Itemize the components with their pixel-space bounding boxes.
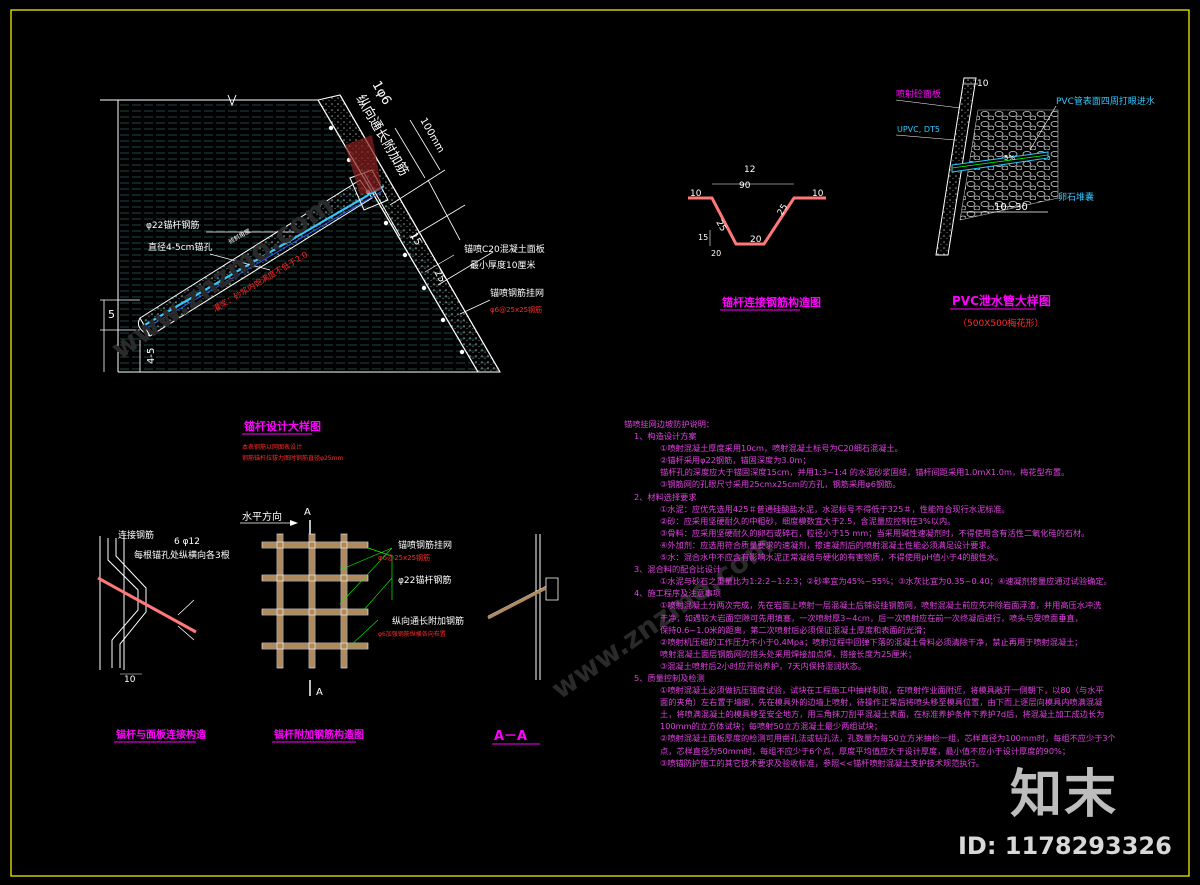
notes-line: ③喷锚防护施工的其它技术要求及验收标准，参照<<锚杆喷射混凝土支护技术规范执行。 xyxy=(660,757,984,768)
notes-line: 保持0.6~1.0米的距离，第二次喷射后必须保证混凝土厚度和表面的光滑； xyxy=(660,624,931,635)
title-connect-detail: 锚杆与面板连接构造 xyxy=(116,728,207,741)
anchor-rebar xyxy=(142,185,385,327)
pvc-subtitle: （500X500梅花形） xyxy=(958,317,1044,329)
notes-line: ④外加剂：应选用符合质量要求的速凝剂，掺速凝剂后的喷射混凝土性能必须满足设计要求… xyxy=(660,539,995,550)
dim-100mm: 100mm xyxy=(417,116,446,155)
title-pvc-detail: PVC泄水管大样图 xyxy=(952,293,1051,308)
pvc-detail: 5% 10 10~30 喷射砼面板 PVC管表面四周打眼进水 UPVC, DT5… xyxy=(895,77,1155,329)
anchor-detail: 5 4-5 15 25 100mm 1φ6 纵向通长附加筋 φ22锚杆钢筋 直径… xyxy=(100,79,545,462)
notes-line: 喷射混凝土面层钢筋网的搭头处采用焊接加点焊，搭接长度为25厘米； xyxy=(660,648,917,659)
notes-line: ③混凝土喷射后2小时应开始养护，7天内保持湿润状态。 xyxy=(660,660,867,671)
bend-dim-20b: 20 xyxy=(711,249,721,258)
label-rebar-phi22: φ22锚杆钢筋 xyxy=(146,219,199,231)
bend-dim-10-right: 10 xyxy=(812,189,824,199)
connect-anchor-bar xyxy=(97,576,197,634)
notes-line: ①喷射混凝土厚度采用10cm，喷射混凝土标号为C20细石混凝土。 xyxy=(660,443,903,454)
connect-detail: 连接钢筋 6 φ12 每根锚孔处纵横向各3根 10 锚杆与面板连接构造 xyxy=(97,529,230,743)
notes-line: ①喷射混凝土必须做抗压强度试验，试块在工程施工中抽样制取，在喷射作业面附近，将模… xyxy=(660,685,1104,696)
notes-line: ①水泥与砂石之重量比为1:2:2~1:2:3；②砂率宜为45%~55%；③水灰比… xyxy=(660,576,1112,587)
pvc-label-upvc: UPVC, DT5 xyxy=(897,125,940,134)
dim-4-5: 4-5 xyxy=(146,348,157,364)
grid-mesh xyxy=(262,534,368,668)
notes-line: 1、构造设计方案 xyxy=(634,431,697,442)
note-anchor-1: 本表钢筋以网图表设计 xyxy=(242,443,302,451)
bend-dim-20: 20 xyxy=(750,235,762,245)
notes-line: 土，将喷满混凝土的模具移至安全地方，用三角抹刀刮平混凝土表面，在标准养护条件下养… xyxy=(660,709,1105,720)
notes-line: 5、质量控制及检测 xyxy=(634,672,705,683)
grid-label-mesh: 锚喷钢筋挂网 xyxy=(398,539,452,551)
label-hole: 直径4-5cm锚孔 xyxy=(148,241,212,253)
dim-5: 5 xyxy=(108,308,115,321)
grid-section-top: A xyxy=(304,507,311,518)
anchor-grout-body xyxy=(139,179,373,337)
bend-dim-25-right: 25 xyxy=(776,203,790,218)
notes-line: 100mm的立方体试块；每喷射50立方混凝土最少两组试块； xyxy=(660,721,883,732)
note-anchor-2: 钢筋锚杆拉拔力图时钢筋直径φ25mm xyxy=(242,454,343,462)
notes-line: ③骨料：应采用坚硬耐久的卵石或碎石，粒径小于15 mm；当采用碱性速凝剂时，不得… xyxy=(660,527,1090,538)
grid-label-long: 纵向通长附加钢筋 xyxy=(392,615,464,627)
title-anchor-detail: 锚杆设计大样图 xyxy=(244,419,321,433)
notes-line: 锚杆孔的深度应大于锚固深度15cm，并用1:3~1:4 的水泥砂浆固结，锚杆间距… xyxy=(660,467,1070,478)
notes-line: ⑤水：混合水中不应含有影响水泥正常凝结与硬化的有害物质，不得使用pH值小于4的酸… xyxy=(660,552,1004,563)
drawing-frame xyxy=(10,9,1190,877)
bent-bar xyxy=(688,196,826,246)
notes-heading: 锚喷挂网边坡防护说明： xyxy=(624,419,715,429)
bend-dim-12: 12 xyxy=(744,165,755,175)
pvc-label-pipe: PVC管表面四周打眼进水 xyxy=(1056,95,1155,107)
notes-line: ②锚杆采用φ22钢筋，锚固深度为3.0m； xyxy=(660,455,811,466)
pvc-gravel xyxy=(959,109,1059,221)
grid-label-horizontal: 水平方向 xyxy=(242,510,282,523)
label-min-thickness: 最小厚度10厘米 xyxy=(470,259,535,271)
notes-line: ②砂：应采用坚硬耐久的中粗砂，细度模数宜大于2.5，含泥量应控制在3%以内。 xyxy=(660,515,956,526)
bend-dim-25-left: 25 xyxy=(713,219,727,234)
notes-line: 2、材料选择要求 xyxy=(634,491,697,502)
bend-dim-90: 90 xyxy=(739,181,751,191)
grid-section-bottom: A xyxy=(316,687,323,698)
bend-dim-15: 15 xyxy=(698,233,708,242)
notes-line: ③钢筋网的孔眼尺寸采用25cmx25cm的方孔，钢筋采用φ6钢筋。 xyxy=(660,479,901,490)
label-concrete-panel: 锚喷C20混凝土面板 xyxy=(464,243,545,255)
pvc-slope: 5% xyxy=(1004,154,1015,162)
grid-detail: 水平方向 A A 锚喷钢筋挂网 φ6@25 xyxy=(240,507,464,743)
title-grid-detail: 锚杆附加钢筋构造图 xyxy=(274,728,364,741)
label-mesh: 锚喷钢筋挂网 xyxy=(490,287,544,299)
notes-line: 干净，如遇较大岩面空隙可先用填塞，一次喷射厚3~4cm，后一次喷射应在前一次终凝… xyxy=(660,612,1083,623)
section-aa: A－A xyxy=(487,534,559,745)
pvc-dim-10: 10 xyxy=(977,79,989,89)
connect-label-bar: 连接钢筋 xyxy=(118,529,154,541)
notes-line: ①水泥：应优先选用425＃普通硅酸盐水泥，水泥标号不得低于325＃，性能符合现行… xyxy=(660,503,1010,514)
notes-line: ②喷射机压缩的工作压力不小于0.4Mpa；喷射过程中回弹下落的混凝土骨料必须清除… xyxy=(660,636,1083,647)
long-bar-marker xyxy=(345,135,382,195)
pvc-dim-10-30: 10~30 xyxy=(994,202,1028,213)
notes-line: 点，芯样直径为50mm时，每组不应少于6个点，厚度平均值应大于设计厚度，最小值不… xyxy=(660,745,1071,756)
grid-label-rebar: φ22锚杆钢筋 xyxy=(398,574,451,586)
notes-line: 4、施工程序及注意事项 xyxy=(634,588,722,599)
grid-label-mesh-spec: φ6@25x25钢筋 xyxy=(378,553,430,562)
notes-line: ①喷射混凝土分两次完成，先在岩面上喷射一层混凝土后铺设挂钢筋网，喷射混凝土前应先… xyxy=(660,600,1102,611)
title-section-aa: A－A xyxy=(494,729,527,744)
label-mesh-spec: φ6@25x25钢筋 xyxy=(490,305,542,314)
connect-dim-10: 10 xyxy=(124,675,136,685)
connect-label-each: 每根锚孔处纵横向各3根 xyxy=(134,549,230,561)
watermark-logo: 知末 xyxy=(1010,765,1119,825)
connect-label-spec: 6 φ12 xyxy=(174,537,200,547)
bend-detail: 12 90 10 10 25 25 20 15 20 锚杆连接钢筋构造图 xyxy=(688,165,826,311)
grid-label-long-spec: φ6加强钢筋纵横各向布置 xyxy=(378,630,446,638)
pvc-label-panel: 喷射砼面板 xyxy=(896,88,941,100)
notes-line: 3、混合料的配合比设计 xyxy=(634,564,722,575)
bend-dim-10-left: 10 xyxy=(690,189,702,199)
notes-line: ②喷射混凝土面板厚度的检测可用凿孔法或钻孔法，孔数量为每50立方米抽检一组，芯样… xyxy=(660,733,1116,744)
watermark-id: ID: 1178293326 xyxy=(958,832,1172,860)
pvc-pipe xyxy=(951,151,1049,173)
title-bend-detail: 锚杆连接钢筋构造图 xyxy=(722,295,821,309)
notes-line: 面的夹角）左右置于墙脚，先在模具外的边墙上喷射，待操作正常后将喷头移至模具位置，… xyxy=(660,697,1103,708)
pvc-label-gravel: 卵石堆囊 xyxy=(1058,191,1094,203)
